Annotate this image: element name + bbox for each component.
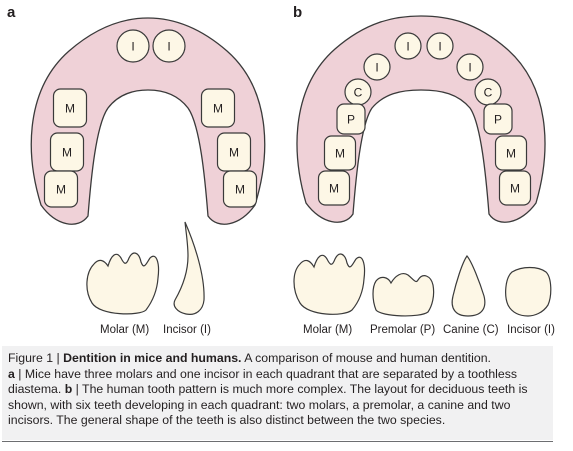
mouse-tooth-m: M [52, 88, 88, 128]
mouse-jaw: I I M M M M M M [30, 17, 266, 225]
svg-text:M: M [329, 181, 339, 195]
svg-text:M: M [510, 181, 520, 195]
mouse-tooth-m: M [43, 170, 79, 208]
mouse-tooth-i: I [152, 29, 186, 63]
label-human-incisor: Incisor (I) [507, 324, 555, 336]
svg-text:I: I [468, 60, 471, 74]
mouse-tooth-m: M [49, 132, 85, 172]
human-incisor-shape [505, 266, 552, 317]
svg-text:M: M [235, 182, 245, 196]
caption-title: Dentition in mice and humans. [63, 351, 242, 365]
caption-background [2, 346, 553, 440]
mouse-tooth-m: M [200, 88, 236, 128]
human-canine-shape [451, 255, 486, 317]
panel-letter-a: a [7, 4, 16, 21]
caption-a-label: a [8, 366, 15, 381]
svg-text:I: I [375, 60, 378, 74]
human-tooth-i: I [456, 53, 484, 81]
panel-letter-b: b [293, 4, 303, 21]
human-molar-shape [293, 253, 366, 315]
figure-label: Figure 1 | [8, 351, 64, 365]
human-tooth-i: I [394, 32, 422, 60]
caption-b-label: b [64, 382, 73, 397]
caption-bottom-rule [2, 441, 553, 442]
svg-text:C: C [484, 85, 493, 99]
svg-text:M: M [229, 145, 239, 159]
mouse-incisor-shape [173, 221, 205, 315]
human-tooth-m: M [317, 170, 351, 206]
caption-a-text: | Mice have three molars and one incisor… [8, 366, 518, 397]
human-tooth-i: I [363, 53, 391, 81]
svg-text:M: M [65, 101, 75, 115]
svg-text:M: M [62, 145, 72, 159]
caption-b-text: | The human tooth pattern is much more c… [8, 382, 528, 428]
human-premolar-shape [372, 272, 435, 317]
svg-text:M: M [335, 146, 345, 160]
human-tooth-m: M [498, 170, 532, 206]
mouse-gum [30, 17, 266, 225]
label-human-molar: Molar (M) [303, 324, 352, 336]
caption-intro: A comparison of mouse and human dentitio… [241, 351, 491, 365]
human-tooth-c: C [344, 78, 372, 106]
svg-text:I: I [167, 39, 170, 53]
svg-text:C: C [354, 85, 363, 99]
mouse-tooth-i: I [116, 29, 150, 63]
svg-text:I: I [131, 39, 134, 53]
svg-text:P: P [347, 112, 355, 126]
svg-text:M: M [213, 101, 223, 115]
human-tooth-m: M [323, 135, 357, 171]
svg-text:I: I [438, 39, 441, 53]
human-tooth-p: P [336, 103, 366, 135]
svg-text:P: P [494, 112, 502, 126]
label-human-canine: Canine (C) [443, 324, 499, 336]
figure-caption: Figure 1 | Dentition in mice and humans.… [8, 351, 553, 429]
svg-text:M: M [506, 146, 516, 160]
label-mouse-incisor: Incisor (I) [163, 324, 211, 336]
caption-text: Figure 1 | Dentition in mice and humans.… [8, 351, 553, 429]
label-human-premolar: Premolar (P) [370, 324, 435, 336]
svg-text:I: I [406, 39, 409, 53]
svg-text:M: M [56, 182, 66, 196]
human-tooth-m: M [494, 135, 528, 171]
human-tooth-p: P [483, 103, 513, 135]
human-tooth-i: I [426, 32, 454, 60]
label-mouse-molar: Molar (M) [100, 324, 149, 336]
human-tooth-c: C [474, 78, 502, 106]
mouse-molar-shape [86, 252, 160, 315]
mouse-tooth-m: M [222, 170, 258, 208]
mouse-tooth-m: M [216, 132, 252, 172]
